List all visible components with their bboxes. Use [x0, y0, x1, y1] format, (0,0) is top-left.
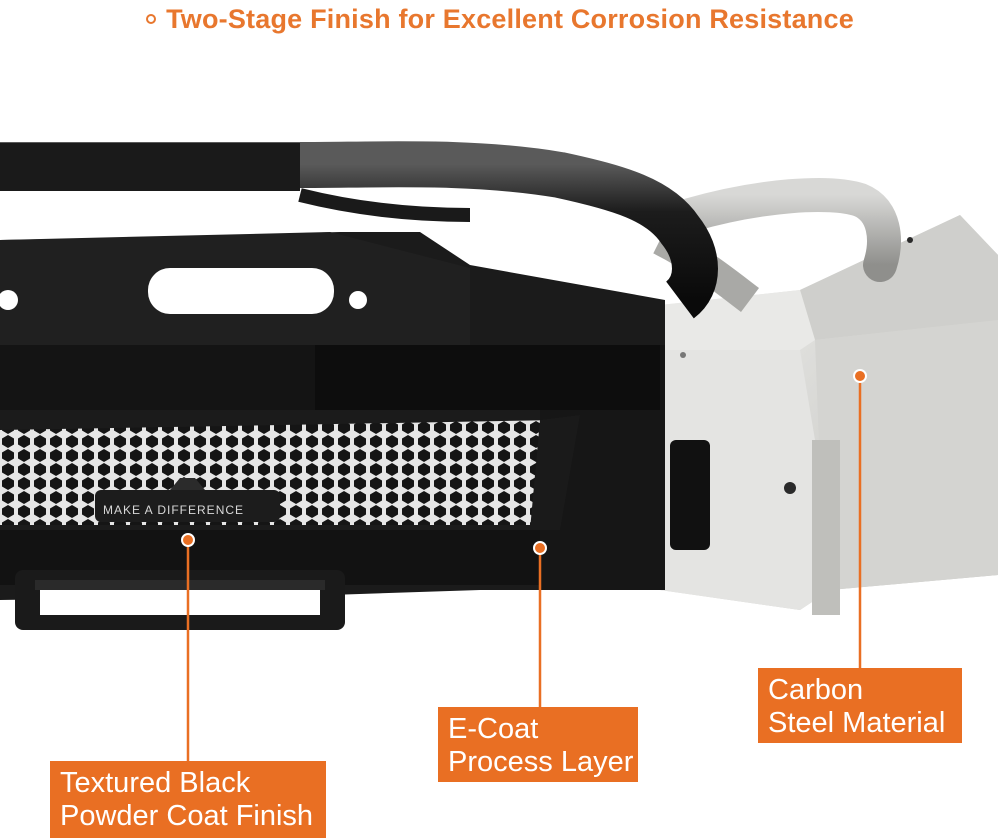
callout-carbon-steel-line1: Carbon [768, 674, 864, 706]
winch-slot [0, 268, 367, 314]
callout-carbon-steel-line2: Steel Material [768, 707, 946, 739]
callout-ecoat: E-Coat Process Layer [438, 707, 638, 782]
callout-powder-coat-line2: Powder Coat Finish [60, 800, 314, 832]
page-title-text: Two-Stage Finish for Excellent Corrosion… [166, 3, 854, 34]
callout-powder-coat: Textured Black Powder Coat Finish [50, 761, 326, 838]
plate-engraving: MAKE A DIFFERENCE [103, 503, 245, 517]
callout-ecoat-line1: E-Coat [448, 713, 539, 745]
callout-powder-coat-line1: Textured Black [60, 767, 251, 799]
ring-bullet-icon [146, 14, 157, 24]
callout-carbon-steel: Carbon Steel Material [758, 668, 962, 743]
callout-ecoat-line2: Process Layer [448, 746, 634, 778]
lower-mount-bracket [15, 570, 345, 630]
callout-pointers [181, 369, 867, 762]
page-title: Two-Stage Finish for Excellent Corrosion… [0, 0, 1000, 38]
black-top-tube [0, 141, 718, 319]
hex-mesh-grille [0, 415, 580, 530]
